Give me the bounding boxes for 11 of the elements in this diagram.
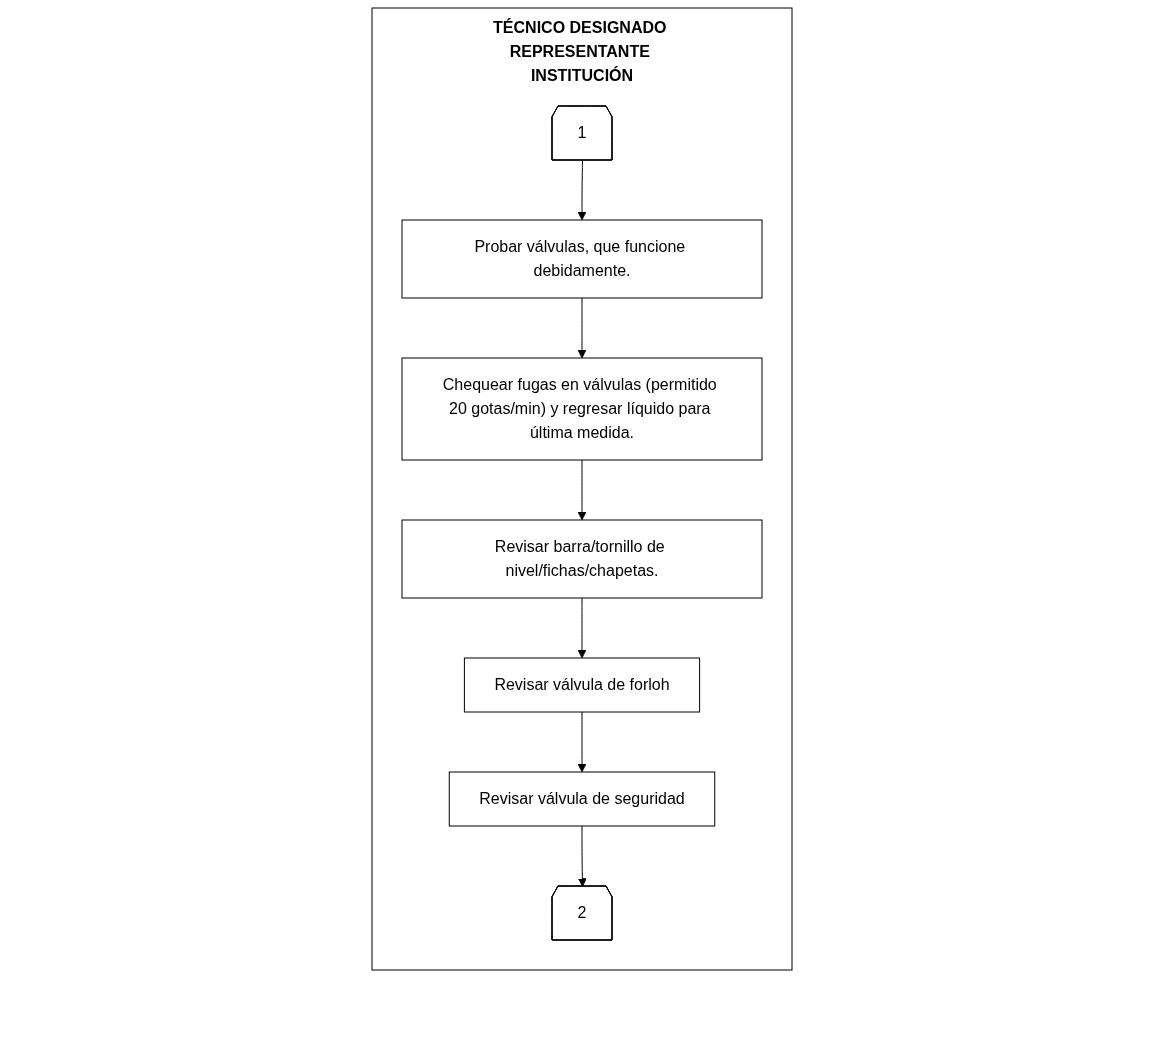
node-box: Chequear fugas en válvulas (permitido 20 gotas/min) y regresar líquido para última medida.: [401, 357, 762, 461]
node-box: Revisar barra/tornillo de nivel/fichas/chapetas.: [401, 519, 762, 599]
arrow: [577, 459, 586, 521]
arrow: [577, 160, 586, 221]
arrow: [577, 297, 586, 359]
arrow: [577, 825, 587, 887]
node-box: Revisar válvula de seguridad: [448, 771, 715, 827]
arrow: [577, 711, 586, 773]
node-box: Revisar válvula de forloh: [463, 657, 700, 713]
node-box: Probar válvulas, que funcione debidamente.: [401, 219, 762, 299]
arrow: [577, 597, 586, 659]
